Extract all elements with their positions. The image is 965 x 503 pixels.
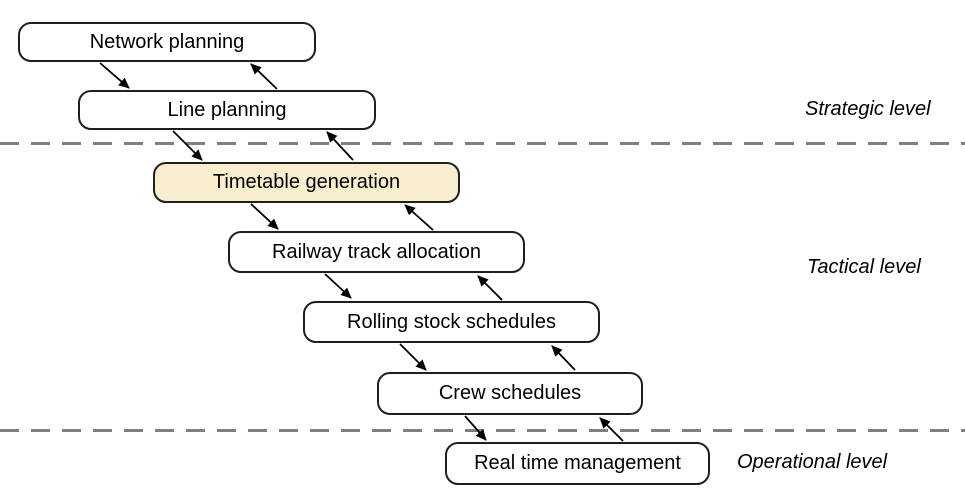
node-label: Rolling stock schedules	[347, 310, 556, 333]
node-line-planning: Line planning	[78, 90, 376, 130]
level-label-strategic: Strategic level	[805, 98, 931, 120]
node-crew-schedules: Crew schedules	[377, 372, 643, 415]
arrow-track-to-timetable-up	[404, 204, 434, 231]
arrow-timetable-to-track-down	[250, 203, 279, 230]
node-label: Network planning	[89, 30, 245, 53]
arrow-rollingstock-to-crew-down	[399, 343, 427, 371]
arrow-track-to-rollingstock-down	[324, 273, 352, 299]
arrow-timetable-to-line-up	[326, 131, 354, 161]
arrow-rollingstock-to-track-up	[477, 275, 503, 301]
arrow-realtime-to-crew-up	[599, 417, 624, 442]
arrow-line-to-timetable-down	[172, 130, 203, 161]
level-label-operational: Operational level	[737, 451, 888, 473]
node-timetable-generation: Timetable generation	[153, 162, 460, 203]
node-label: Crew schedules	[438, 382, 582, 404]
node-label: Timetable generation	[212, 171, 401, 193]
node-rolling-stock-schedules: Rolling stock schedules	[303, 301, 600, 343]
arrow-network-to-line-down	[99, 62, 130, 89]
node-real-time-management: Real time management	[445, 442, 710, 485]
level-label-tactical: Tactical level	[807, 256, 921, 278]
node-label: Real time management	[474, 452, 681, 474]
arrow-crew-to-realtime-down	[464, 415, 487, 441]
node-railway-track-allocation: Railway track allocation	[228, 231, 525, 273]
node-label: Railway track allocation	[272, 240, 481, 263]
arrow-line-to-network-up	[250, 63, 278, 90]
node-network-planning: Network planning	[18, 22, 316, 62]
arrow-crew-to-rollingstock-up	[551, 345, 576, 371]
node-label: Line planning	[167, 98, 287, 121]
